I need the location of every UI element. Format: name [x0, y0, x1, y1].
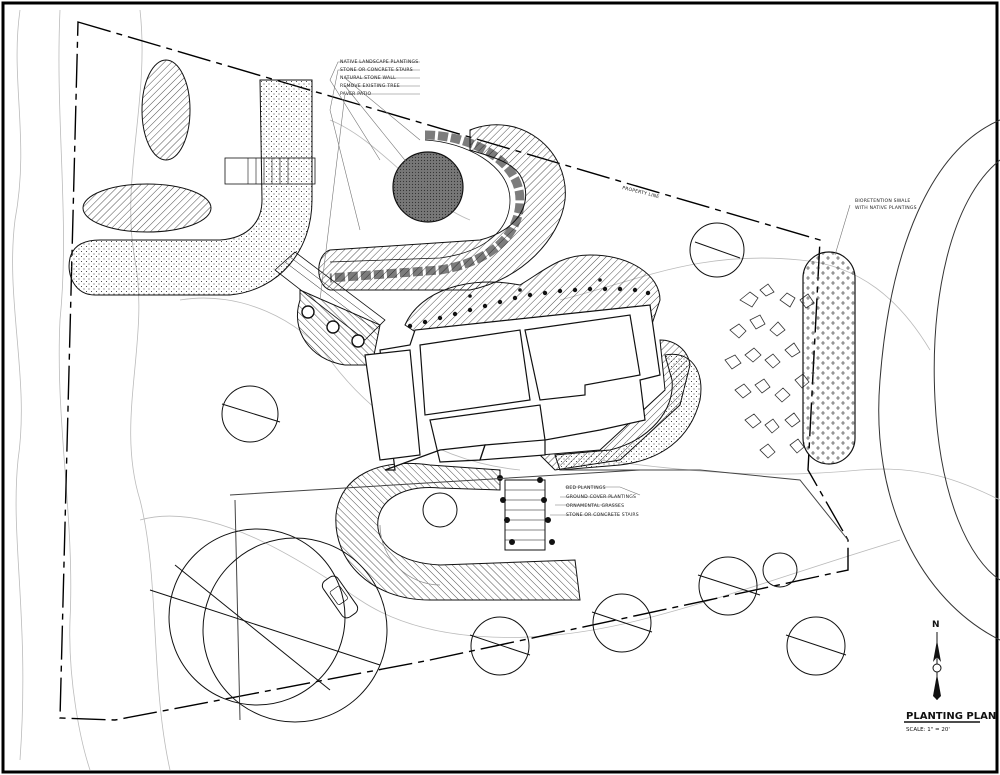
ornamental-shrub-dots: [407, 278, 651, 329]
oval-bed-hatched: [141, 59, 191, 161]
dotted-ground-cover: [554, 353, 702, 471]
callout-stone-stairs: STONE OR CONCRETE STAIRS: [340, 67, 413, 73]
ornamental-grasses: [497, 475, 555, 545]
plan-scale: SCALE: 1" = 20': [906, 727, 950, 733]
callout-stone-wall: NATURAL STONE WALL: [340, 75, 396, 81]
callout-native-plantings: NATIVE LANDSCAPE PLANTINGS: [340, 59, 418, 65]
callouts-top: NATIVE LANDSCAPE PLANTINGS STONE OR CONC…: [340, 59, 418, 97]
stone-wall-bed: [318, 124, 566, 291]
road-edge: [878, 119, 1000, 641]
oval-bed-hatched-horizontal: [82, 183, 212, 233]
bioretention-swale: [802, 251, 856, 465]
callout-swale: BIORETENTION SWALE: [855, 198, 910, 204]
callout-remove-tree: REMOVE EXISTING TREE: [340, 83, 400, 89]
callout-swale-plantings: WITH NATIVE PLANTINGS: [855, 205, 917, 211]
remove-existing-tree: [392, 151, 464, 223]
front-stairs: [504, 479, 546, 551]
driveway-edges: [229, 469, 849, 721]
dotted-walkway: [68, 79, 313, 296]
callout-paver-patio: PAVER PATIO: [340, 91, 371, 97]
plan-title: PLANTING PLAN: [906, 711, 996, 722]
stone-wall: [329, 130, 525, 283]
callout-ornamental-grasses: ORNAMENTAL GRASSES: [566, 503, 624, 509]
callout-leaders: [319, 61, 851, 516]
front-loop-bed: [335, 462, 581, 601]
car-icon: [321, 575, 359, 619]
callouts-swale: BIORETENTION SWALE WITH NATIVE PLANTINGS: [855, 198, 917, 211]
existing-trees: [149, 222, 847, 723]
north-label: N: [932, 620, 940, 630]
steps-lines: [247, 158, 289, 184]
native-shrub-cluster: [724, 283, 815, 459]
house-footprint: [364, 304, 661, 471]
callout-bed-plantings: BED PLANTINGS: [566, 485, 606, 491]
north-arrow-icon: N: [932, 620, 942, 700]
callouts-front: BED PLANTINGS GROUND COVER PLANTINGS ORN…: [566, 485, 639, 518]
callout-front-stairs: STONE OR CONCRETE STAIRS: [566, 512, 639, 518]
walkway-steps: [224, 157, 316, 185]
callout-ground-cover: GROUND COVER PLANTINGS: [566, 494, 636, 500]
